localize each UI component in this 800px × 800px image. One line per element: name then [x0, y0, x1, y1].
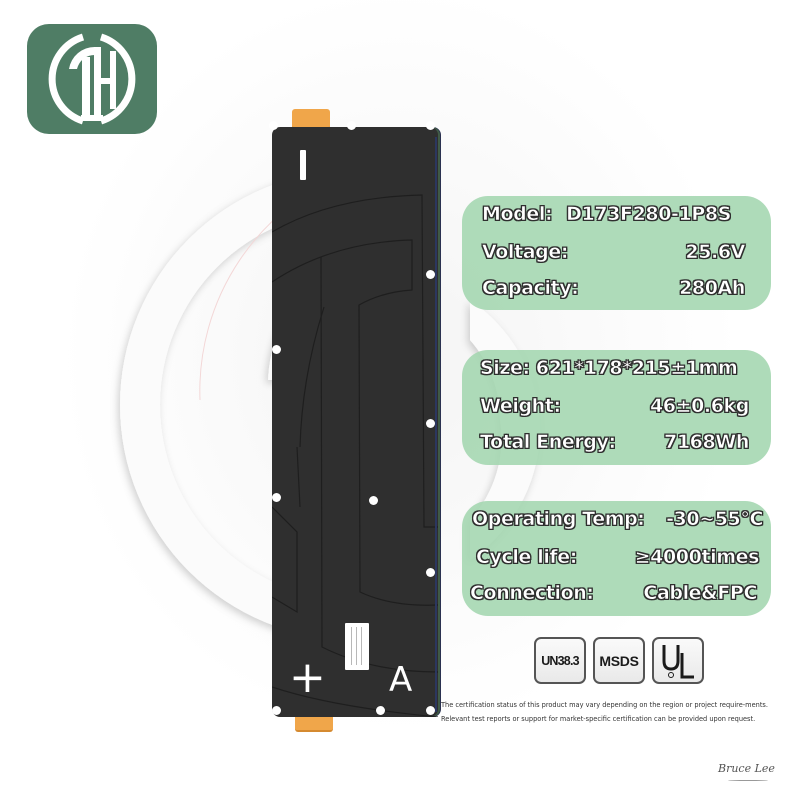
- negative-mark: [300, 150, 306, 180]
- ul-logo-icon: [662, 644, 694, 678]
- spec-label: Operating Temp:: [472, 508, 645, 531]
- spec-row-capacity: Capacity: 280Ah: [482, 272, 746, 304]
- mount-hole: [347, 121, 356, 130]
- spec-value: 7168Wh: [664, 431, 750, 454]
- spec-panel-electrical: Model: D173F280-1P8S Voltage: 25.6V Capa…: [462, 196, 771, 310]
- spec-row-voltage: Voltage: 25.6V: [482, 236, 746, 268]
- positive-terminal: [295, 712, 333, 732]
- signature-underline: [728, 780, 768, 781]
- mount-hole: [426, 121, 435, 130]
- spec-row-operating-temp: Operating Temp: -30~55°C: [472, 503, 764, 535]
- spec-value: 25.6V: [685, 241, 746, 264]
- mount-hole: [426, 419, 435, 428]
- mount-hole: [272, 706, 281, 715]
- spec-label: Size:: [480, 357, 531, 380]
- mount-hole: [376, 706, 385, 715]
- positive-mark: +: [289, 652, 326, 703]
- spec-label: Connection:: [470, 582, 595, 605]
- mount-hole: [269, 121, 278, 130]
- mount-hole: [272, 493, 281, 502]
- spec-row-weight: Weight: 46±0.6kg: [480, 390, 750, 422]
- spec-row-size: Size: 621*178*215±1mm: [480, 352, 749, 384]
- designer-signature: Bruce Lee: [718, 762, 775, 775]
- spec-value: 621*178*215±1mm: [535, 357, 738, 380]
- mount-hole: [426, 706, 435, 715]
- spec-label: Capacity:: [482, 277, 579, 300]
- spec-value: -30~55°C: [666, 508, 764, 531]
- spec-value: 280Ah: [679, 277, 746, 300]
- spec-panel-physical: Size: 621*178*215±1mm Weight: 46±0.6kg T…: [462, 350, 771, 465]
- un38-3-cert-badge: UN38.3: [534, 637, 586, 684]
- spec-label: Voltage:: [482, 241, 569, 264]
- spec-value: ≥4000times: [634, 546, 759, 569]
- battery-pack-image: [272, 127, 438, 717]
- spec-row-cycle-life: Cycle life: ≥4000times: [476, 541, 760, 573]
- spec-label: Total Energy:: [480, 431, 617, 454]
- mount-hole: [272, 345, 281, 354]
- mount-hole: [426, 568, 435, 577]
- spec-row-total-energy: Total Energy: 7168Wh: [480, 426, 750, 458]
- side-letter-a: A: [389, 660, 413, 700]
- spec-value: Cable&FPC: [643, 582, 758, 605]
- spec-label: Weight:: [480, 395, 562, 418]
- negative-terminal: [292, 109, 330, 129]
- battery-label-sticker: [345, 623, 369, 670]
- spec-value: 46±0.6kg: [649, 395, 750, 418]
- certification-disclaimer: The certification status of this product…: [441, 701, 768, 723]
- spec-value: D173F280-1P8S: [566, 203, 732, 226]
- ul-cert-badge: [652, 637, 704, 684]
- cert-label: UN38.3: [541, 653, 579, 668]
- th-monogram-icon: [48, 33, 136, 125]
- msds-cert-badge: MSDS: [593, 637, 645, 684]
- battery-embossed-logo: [272, 137, 438, 717]
- mount-hole: [369, 496, 378, 505]
- spec-label: Cycle life:: [476, 546, 578, 569]
- spec-row-connection: Connection: Cable&FPC: [470, 577, 758, 609]
- mount-hole: [426, 270, 435, 279]
- cert-label: MSDS: [599, 652, 639, 669]
- spec-row-model: Model: D173F280-1P8S: [482, 198, 745, 230]
- spec-label: Model:: [482, 203, 553, 226]
- brand-logo: [27, 24, 157, 134]
- spec-panel-operation: Operating Temp: -30~55°C Cycle life: ≥40…: [462, 501, 771, 616]
